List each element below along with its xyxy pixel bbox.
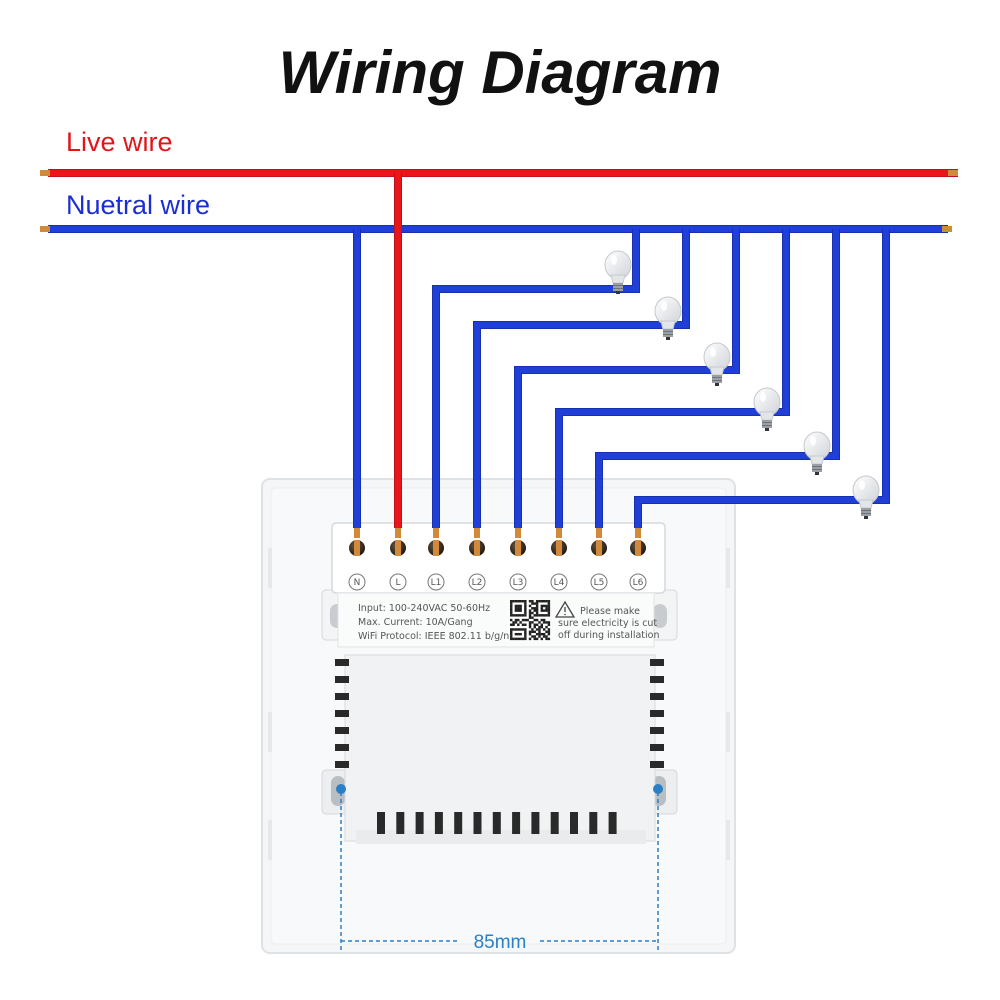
copper-stub: [635, 528, 641, 538]
warning-line-3: off during installation: [558, 630, 660, 641]
warning-triangle-icon: [554, 600, 576, 618]
terminal-label-L2: L2: [472, 578, 483, 588]
copper-conductor: [395, 540, 401, 556]
terminal-label-L6: L6: [633, 578, 644, 588]
vent-slot-left: [335, 659, 349, 666]
vent-slot-bottom: [589, 812, 598, 834]
vent-slot-bottom: [473, 812, 482, 834]
vent-slot-left: [335, 727, 349, 734]
light-bulb-icon: [703, 342, 731, 386]
spec-label: Input: 100-240VAC 50-60Hz Max. Current: …: [358, 600, 660, 642]
terminal-label-ring: [468, 573, 486, 591]
warning-line-1: Please make: [580, 606, 640, 617]
load-wire-L4-core: [556, 229, 789, 528]
dimension-85mm: 85mm: [336, 784, 663, 953]
terminal-screws: [349, 528, 646, 556]
light-bulb-icon: [753, 387, 781, 431]
copper-stub: [515, 528, 521, 538]
copper-conductor: [556, 540, 562, 556]
neutral-wire-label: Nuetral wire: [66, 190, 211, 220]
vent-slot-bottom: [377, 812, 385, 834]
switch-module: [331, 522, 666, 844]
terminal-label-L: L: [395, 578, 400, 588]
terminal-label-L4: L4: [554, 578, 565, 588]
terminal-label-ring: [550, 573, 568, 591]
vent-slot-right: [650, 761, 664, 768]
live-wire-label: Live wire: [66, 127, 173, 157]
terminal-label-ring: [427, 573, 445, 591]
copper-stub: [433, 528, 439, 538]
vent-slot-bottom: [608, 812, 617, 834]
copper-stub: [596, 528, 602, 538]
vent-slot-right: [650, 710, 664, 717]
vent-slot-bottom: [512, 812, 521, 834]
load-wire-L1-core: [433, 229, 639, 528]
vent-slot-bottom: [454, 812, 463, 834]
load-wire-L6-core: [635, 229, 889, 528]
copper-stub: [395, 528, 401, 538]
copper-conductor: [635, 540, 641, 556]
vent-slot-left: [335, 693, 349, 700]
terminal-label-ring: [629, 573, 647, 591]
copper-conductor: [474, 540, 480, 556]
light-bulb-icon: [852, 475, 880, 519]
copper-conductor: [354, 540, 360, 556]
light-bulb-icon: [604, 250, 632, 294]
vent-slot-right: [650, 659, 664, 666]
copper-stub: [474, 528, 480, 538]
vent-slot-bottom: [550, 812, 559, 834]
qr-code-icon: [510, 600, 551, 641]
vent-slot-left: [335, 761, 349, 768]
load-wire-L5-core: [596, 229, 839, 528]
neutral-wire: [40, 225, 952, 233]
copper-stub: [556, 528, 562, 538]
vent-slot-right: [650, 693, 664, 700]
copper-conductor: [596, 540, 602, 556]
vent-slot-bottom: [396, 812, 405, 834]
spec-current: Max. Current: 10A/Gang: [358, 617, 473, 628]
terminal-label-ring: [509, 573, 527, 591]
live-wire: [40, 169, 958, 177]
terminal-label-ring: [590, 573, 608, 591]
vent-slot-right: [650, 744, 664, 751]
light-bulbs: [604, 250, 880, 519]
terminal-label-L3: L3: [513, 578, 524, 588]
page-title: Wiring Diagram: [278, 39, 722, 106]
terminal-label-L1: L1: [431, 578, 442, 588]
spec-protocol: WiFi Protocol: IEEE 802.11 b/g/n: [358, 631, 509, 642]
wire-drops: [353, 173, 890, 528]
spec-input: Input: 100-240VAC 50-60Hz: [358, 603, 490, 614]
light-bulb-icon: [654, 296, 682, 340]
terminal-label-L5: L5: [594, 578, 605, 588]
terminal-label-ring: [348, 573, 366, 591]
vent-slot-bottom: [434, 812, 443, 834]
vent-slot-left: [335, 744, 349, 751]
copper-stub: [354, 528, 360, 538]
vent-slot-bottom: [570, 812, 578, 834]
vent-slot-bottom: [492, 812, 501, 834]
vent-slot-left: [335, 710, 349, 717]
terminal-label-ring: [389, 573, 407, 591]
vent-slots: [335, 659, 664, 834]
load-wire-L2-core: [474, 229, 689, 528]
terminal-label-N: N: [354, 578, 361, 588]
copper-conductor: [515, 540, 521, 556]
dimension-label: 85mm: [474, 932, 527, 953]
vent-slot-bottom: [415, 812, 424, 834]
vent-slot-left: [335, 676, 349, 683]
warning-line-2: sure electricity is cut: [558, 618, 657, 629]
vent-slot-right: [650, 676, 664, 683]
vent-slot-bottom: [531, 812, 540, 834]
light-bulb-icon: [803, 431, 831, 475]
copper-conductor: [433, 540, 439, 556]
load-wire-L3-core: [515, 229, 739, 528]
terminal-labels: N L L1 L2 L3 L4 L5 L6: [348, 573, 647, 591]
vent-slot-right: [650, 727, 664, 734]
